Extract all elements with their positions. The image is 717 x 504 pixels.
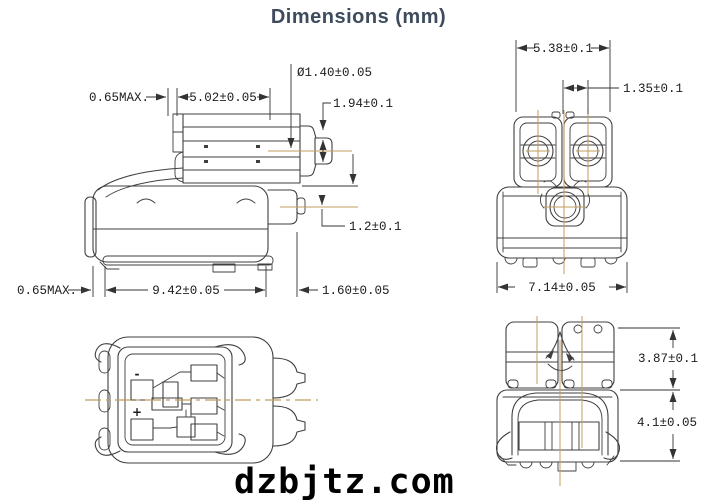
side-view-nozzle	[299, 125, 333, 177]
bottom-view: 3.87±0.1 4.1±0.05	[495, 316, 698, 486]
front-view-terminal-towers	[513, 111, 613, 188]
dim-side-pin-diameter: Ø1.40±0.05	[297, 66, 372, 80]
side-view-centerlines	[268, 150, 358, 208]
bottom-view-body	[495, 389, 621, 463]
dim-front-towers-width: 5.38±0.1	[533, 42, 593, 56]
bottom-view-dimensions: 3.87±0.1 4.1±0.05	[618, 327, 698, 462]
polarity-minus-label: -	[135, 367, 140, 381]
side-view-header-block	[172, 113, 301, 184]
dim-bottom-body-height: 4.1±0.05	[637, 416, 697, 430]
dim-side-body-length: 9.42±0.05	[152, 284, 220, 298]
rear-view-cavities: - +	[130, 364, 225, 441]
dim-side-header-wall: 0.65MAX.	[89, 91, 149, 105]
dim-side-base-wall: 0.65MAX.	[17, 284, 77, 298]
front-view-centerlines	[526, 110, 600, 274]
front-view: 5.38±0.1 1.35±0.1 7.14±0.05	[496, 40, 683, 295]
dim-front-body-width: 7.14±0.05	[528, 281, 596, 295]
dim-side-tab-offset: 1.2±0.1	[349, 220, 402, 234]
dim-bottom-tower-height: 3.87±0.1	[638, 352, 698, 366]
bottom-view-centerlines	[536, 316, 583, 486]
dim-side-tip-diameter: 1.94±0.1	[333, 97, 393, 111]
front-view-body	[496, 180, 628, 259]
bottom-view-feet	[499, 455, 615, 472]
watermark: dzbjtz.com	[234, 462, 455, 502]
side-view-body	[84, 167, 306, 273]
dim-front-tower-gap: 1.35±0.1	[623, 82, 683, 96]
polarity-plus-label: +	[132, 405, 142, 419]
front-view-dimensions: 5.38±0.1 1.35±0.1 7.14±0.05	[496, 40, 683, 295]
dim-side-header-length: 5.02±0.05	[189, 91, 257, 105]
rear-view-wire-bail	[94, 343, 246, 456]
page-title: Dimensions (mm)	[270, 6, 447, 28]
rear-view: - +	[85, 336, 318, 464]
front-view-feet	[504, 257, 618, 268]
dim-side-tip-length: 1.60±0.05	[322, 284, 390, 298]
bottom-view-towers	[505, 321, 615, 389]
side-view-dimensions: 0.65MAX. 5.02±0.05 Ø1.40±0.05 1.94±0.1 1…	[17, 64, 402, 298]
side-view: 0.65MAX. 5.02±0.05 Ø1.40±0.05 1.94±0.1 1…	[17, 64, 402, 298]
